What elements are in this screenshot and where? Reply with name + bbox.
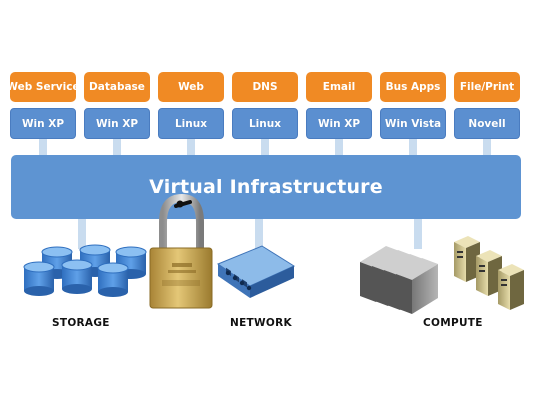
app-box: File/Print bbox=[454, 72, 520, 102]
storage-cylinder-icon bbox=[97, 262, 129, 297]
os-box: Win XP bbox=[10, 108, 76, 139]
padlock-icon bbox=[149, 193, 213, 309]
connector bbox=[187, 139, 195, 157]
app-box: Web Service bbox=[6, 72, 80, 102]
storage-label: STORAGE bbox=[52, 317, 110, 329]
network-label: NETWORK bbox=[230, 317, 292, 329]
connector bbox=[261, 139, 269, 157]
connector bbox=[113, 139, 121, 157]
os-box: Win Vista bbox=[380, 108, 446, 139]
blade-server-icon bbox=[396, 258, 438, 314]
connector bbox=[414, 219, 422, 249]
tower-server-icon bbox=[498, 264, 524, 310]
connector bbox=[409, 139, 417, 157]
connector bbox=[483, 139, 491, 157]
storage-icon bbox=[23, 244, 147, 297]
stack-web-service: Web Service Win XP bbox=[6, 72, 80, 139]
tower-servers-icon bbox=[454, 236, 524, 310]
connector bbox=[335, 139, 343, 157]
stack-database: Database Win XP bbox=[84, 72, 150, 139]
connector bbox=[39, 139, 47, 157]
virtual-infrastructure-bar: Virtual Infrastructure bbox=[11, 155, 521, 219]
virtual-infrastructure-title: Virtual Infrastructure bbox=[149, 176, 383, 198]
stack-bus-apps: Bus Apps Win Vista bbox=[380, 72, 446, 139]
os-box: Novell bbox=[454, 108, 520, 139]
app-box: Web bbox=[158, 72, 224, 102]
os-box: Linux bbox=[158, 108, 224, 139]
connector bbox=[255, 219, 263, 249]
os-box: Linux bbox=[232, 108, 298, 139]
network-switch-icon bbox=[216, 245, 296, 298]
connector bbox=[78, 219, 86, 249]
blade-servers-icon bbox=[360, 246, 438, 314]
stack-file-print: File/Print Novell bbox=[454, 72, 520, 139]
app-box: Bus Apps bbox=[380, 72, 446, 102]
storage-cylinder-icon bbox=[61, 259, 93, 294]
app-box: Database bbox=[84, 72, 150, 102]
os-box: Win XP bbox=[84, 108, 150, 139]
stack-email: Email Win XP bbox=[306, 72, 372, 139]
app-box: Email bbox=[306, 72, 372, 102]
stack-web: Web Linux bbox=[158, 72, 224, 139]
compute-label: COMPUTE bbox=[423, 317, 483, 329]
os-box: Win XP bbox=[306, 108, 372, 139]
app-box: DNS bbox=[232, 72, 298, 102]
storage-cylinder-icon bbox=[23, 261, 55, 296]
stack-dns: DNS Linux bbox=[232, 72, 298, 139]
